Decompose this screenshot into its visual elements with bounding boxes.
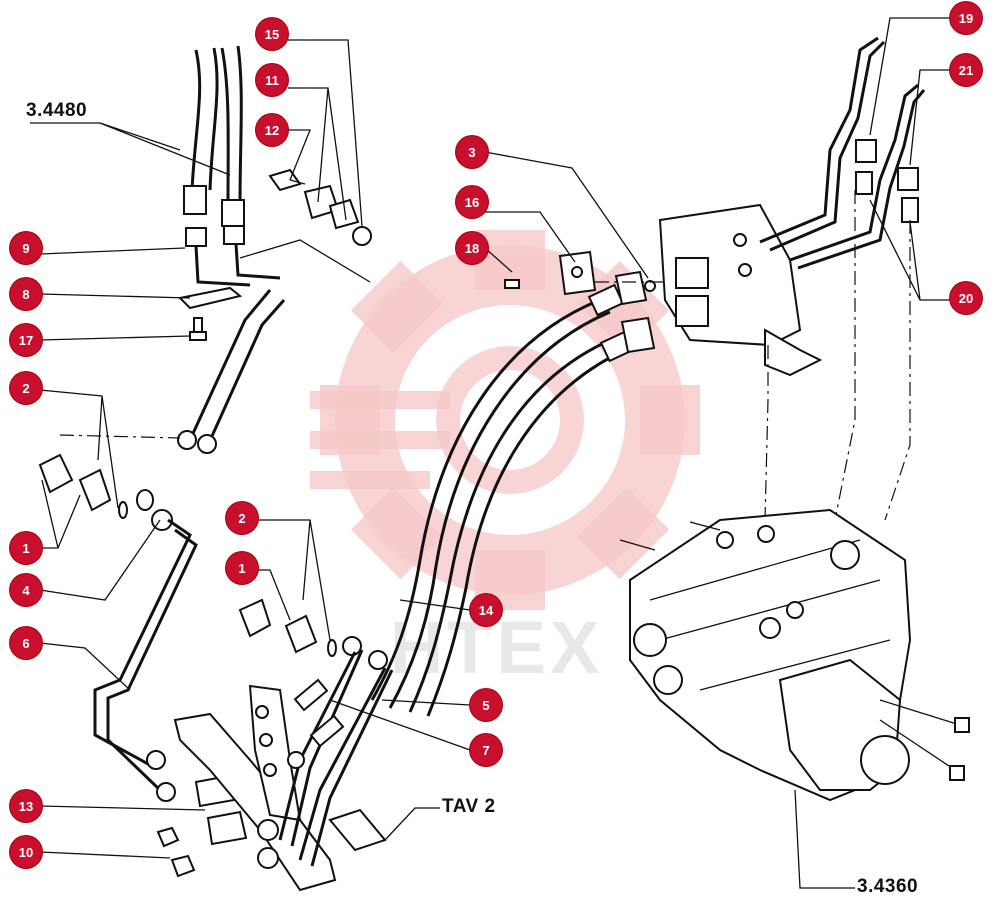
upper-left-hoses bbox=[183, 45, 281, 287]
callout-2-left[interactable]: 2 bbox=[10, 372, 42, 404]
callout-15[interactable]: 15 bbox=[256, 18, 288, 50]
callout-4[interactable]: 4 bbox=[10, 574, 42, 606]
alignment-lines bbox=[59, 190, 911, 521]
callout-9[interactable]: 9 bbox=[10, 232, 42, 264]
ref-3-4480: 3.4480 bbox=[26, 100, 88, 121]
callout-10[interactable]: 10 bbox=[10, 836, 42, 868]
bracket-plate bbox=[177, 286, 243, 310]
mounting-bracket bbox=[173, 684, 387, 892]
callout-1-middle[interactable]: 1 bbox=[226, 552, 258, 584]
callout-13[interactable]: 13 bbox=[10, 790, 42, 822]
callout-16[interactable]: 16 bbox=[456, 186, 488, 218]
callout-5[interactable]: 5 bbox=[470, 689, 502, 721]
callout-3[interactable]: 3 bbox=[456, 136, 488, 168]
middle-elbow-fittings bbox=[238, 598, 388, 670]
callout-17[interactable]: 17 bbox=[10, 324, 42, 356]
lines-19-21 bbox=[759, 36, 926, 270]
callout-6[interactable]: 6 bbox=[10, 627, 42, 659]
manifold-block bbox=[658, 203, 823, 377]
callout-2-middle[interactable]: 2 bbox=[226, 502, 258, 534]
ref-tav-2: TAV 2 bbox=[442, 796, 496, 817]
callout-11[interactable]: 11 bbox=[256, 64, 288, 96]
callout-21[interactable]: 21 bbox=[950, 54, 982, 86]
lines-4-and-6 bbox=[93, 518, 198, 802]
callout-14[interactable]: 14 bbox=[470, 594, 502, 626]
callout-8[interactable]: 8 bbox=[10, 278, 42, 310]
ref-3-4360: 3.4360 bbox=[857, 876, 919, 897]
control-valve bbox=[619, 508, 970, 802]
flange-parts bbox=[504, 250, 656, 354]
clamp-parts bbox=[268, 168, 372, 246]
callout-7[interactable]: 7 bbox=[470, 734, 502, 766]
bolt-17 bbox=[189, 317, 207, 341]
long-hoses bbox=[370, 283, 637, 717]
left-elbow-fittings bbox=[38, 453, 173, 531]
callout-19[interactable]: 19 bbox=[950, 2, 982, 34]
callout-20[interactable]: 20 bbox=[950, 282, 982, 314]
metal-lines-upper bbox=[177, 289, 286, 454]
lines-5-and-7 bbox=[257, 649, 394, 869]
nuts bbox=[156, 826, 196, 878]
callout-12[interactable]: 12 bbox=[256, 114, 288, 146]
leader-lines bbox=[30, 17, 955, 889]
callout-18[interactable]: 18 bbox=[456, 232, 488, 264]
callout-1-left[interactable]: 1 bbox=[10, 532, 42, 564]
